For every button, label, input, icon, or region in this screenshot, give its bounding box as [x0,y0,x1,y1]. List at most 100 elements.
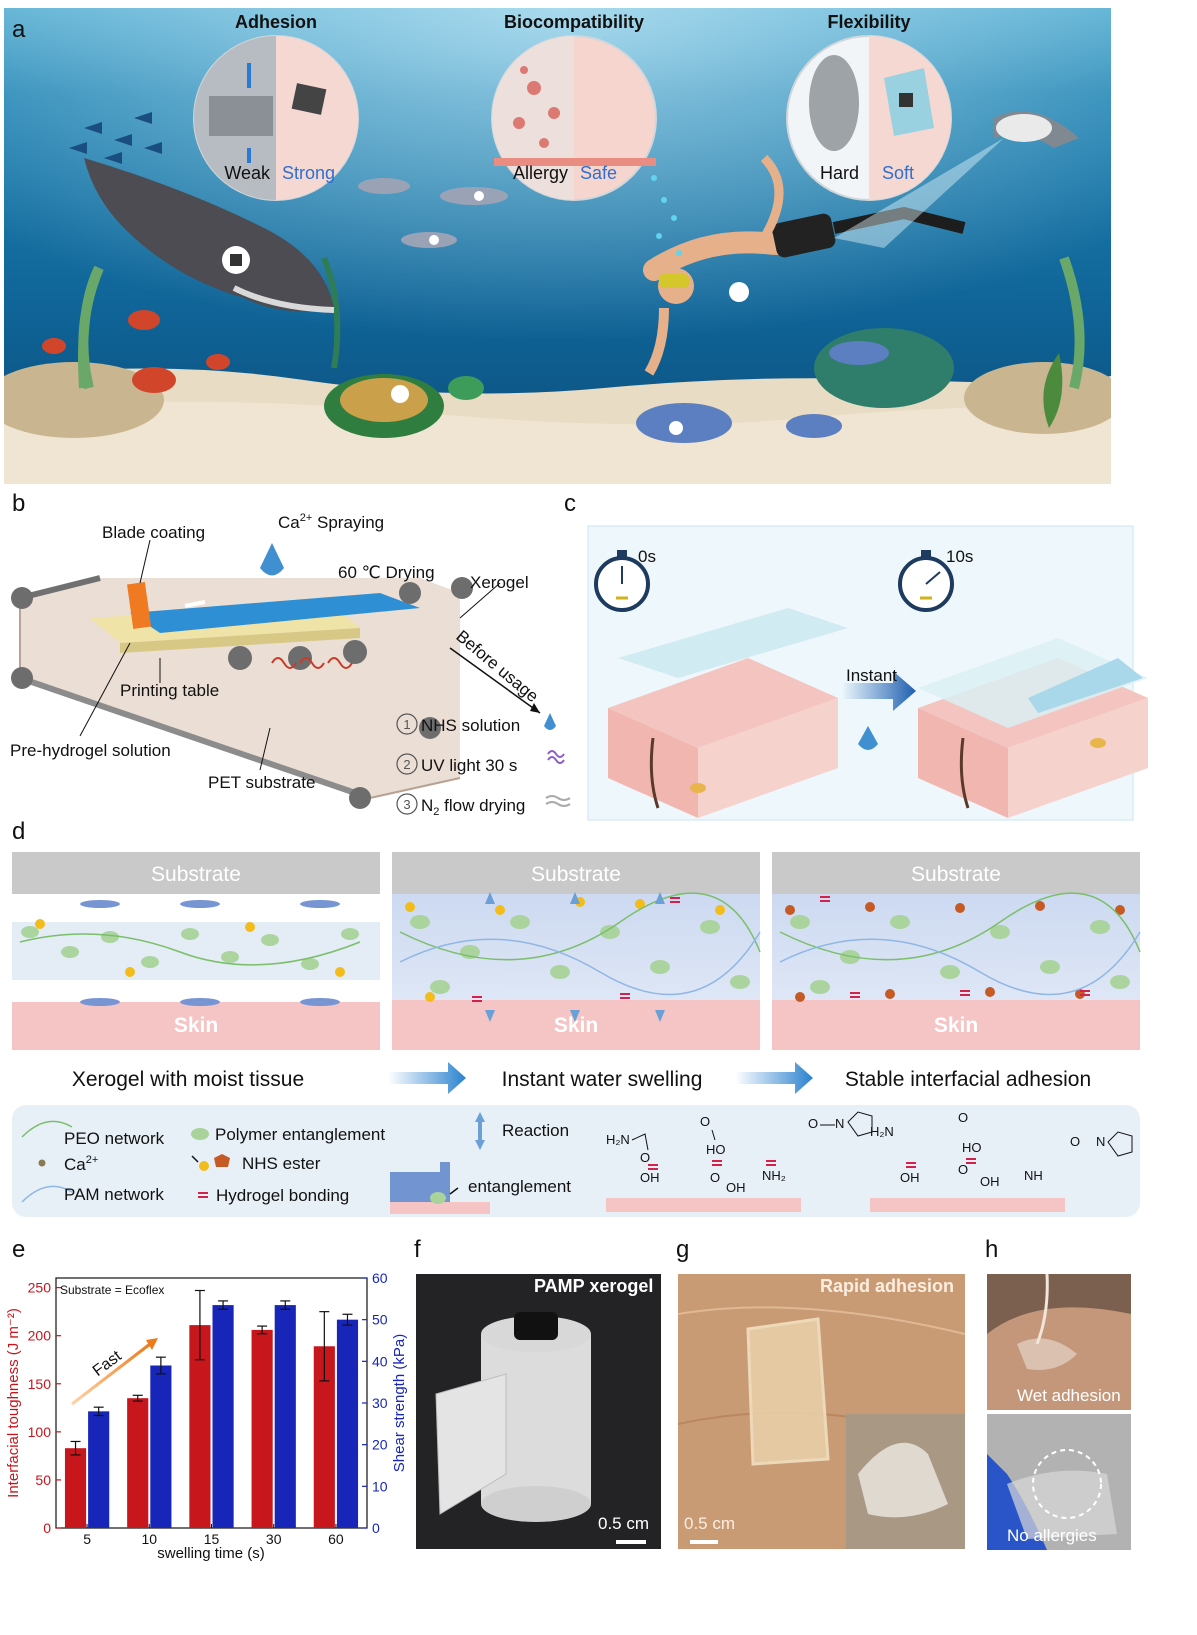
blade-coating-label: Blade coating [102,523,205,542]
right-tick-label: 50 [372,1312,388,1328]
legend-reaction: Reaction [502,1121,569,1140]
left-tick-label: 100 [28,1424,52,1440]
substrate-label: Substrate [151,863,241,886]
adhesion-title: Adhesion [235,12,317,32]
flexibility-inset [786,35,952,201]
panel-label-e: e [12,1236,26,1263]
instant-label: Instant [846,666,897,685]
biocompatibility-inset [491,35,657,201]
printing-setup-diagram: Blade coating Ca2+ Spraying 60 ℃ Drying … [10,512,571,818]
svg-text:OH: OH [640,1170,660,1185]
substrate-label: Substrate [531,863,621,886]
step-3: 3 N2 flow drying [396,793,525,818]
panel-g: g Rapid adhesion 0.5 cm [670,1232,975,1630]
svg-text:N: N [835,1116,844,1131]
panel-label-h: h [985,1236,999,1263]
legend-box [12,1105,1140,1217]
panel-label-b: b [12,490,26,517]
svg-text:O: O [1070,1134,1080,1149]
svg-text:NH: NH [1024,1168,1043,1183]
xerogel-roll-photo: PAMP xerogel 0.5 cm [416,1274,661,1549]
stopwatch-icon [898,550,954,612]
safe-label: Safe [580,163,617,183]
legend-bonding: Hydrogel bonding [216,1186,349,1205]
step-1: 1 NHS solution [396,713,520,735]
allergy-label: Allergy [513,163,568,183]
time-end: 10s [946,547,973,566]
panel-label-g: g [676,1236,690,1263]
x-tick-label: 15 [204,1531,220,1547]
x-axis-label: swelling time (s) [157,1545,265,1562]
svg-text:OH: OH [980,1174,1000,1189]
no-allergies-photo: No allergies [987,1414,1131,1550]
bar-right-15 [212,1305,234,1528]
fast-arrow [71,1342,151,1406]
right-axis-label: Shear strength (kPa) [391,1334,408,1472]
stopwatch-icon [594,550,650,612]
svg-text:O: O [640,1150,650,1165]
svg-text:NHS solution: NHS solution [421,716,520,735]
underwater-scene: Adhesion Biocompatibility Flexibility We… [0,8,1124,484]
flexibility-title: Flexibility [827,12,910,32]
panel-label-c: c [564,490,576,517]
rapid-adhesion-photo: Rapid adhesion 0.5 cm [678,1274,965,1549]
svg-text:O: O [958,1162,968,1177]
panel-c: 0s 10s Instant c [558,488,1158,822]
wet-adhesion-photo: Wet adhesion [987,1274,1131,1410]
no-allergies-label: No allergies [1007,1526,1097,1545]
adhesion-mechanism-diagram: Substrate Substrate Substrate Skin Skin … [12,852,1141,1217]
bar-left-30 [251,1329,273,1528]
left-tick-label: 50 [35,1472,51,1488]
svg-text:2: 2 [403,757,410,772]
right-tick-label: 20 [372,1437,388,1453]
svg-text:OH: OH [900,1170,920,1185]
rapid-adhesion-label: Rapid adhesion [820,1276,955,1296]
scale-bar-label: 0.5 cm [598,1514,650,1533]
legend-peo: PEO network [64,1129,165,1148]
left-tick-label: 250 [28,1280,52,1296]
skin-label: Skin [174,1014,218,1037]
x-tick-label: 60 [328,1531,344,1547]
pre-hydrogel-label: Pre-hydrogel solution [10,741,171,760]
bar-left-60 [313,1346,335,1528]
panel-f: f PAMP xerogel 0.5 cm [404,1232,666,1630]
adhesion-inset [193,35,359,201]
biocompatibility-title: Biocompatibility [504,12,644,32]
svg-text:UV light 30 s: UV light 30 s [421,756,517,775]
legend-nhs: NHS ester [242,1154,321,1173]
legend-pam: PAM network [64,1185,164,1204]
xerogel-label: Xerogel [470,573,529,592]
time-start: 0s [638,547,656,566]
panel-label-f: f [414,1236,421,1263]
soft-label: Soft [882,163,914,183]
left-axis-label: Interfacial toughness (J m⁻²) [5,1308,22,1498]
legend-entanglement-2: entanglement [468,1177,571,1196]
x-tick-label: 30 [266,1531,282,1547]
panel-d: Substrate Substrate Substrate Skin Skin … [0,818,1197,1222]
wet-adhesion-label: Wet adhesion [1017,1386,1121,1405]
svg-text:H₂N: H₂N [870,1124,894,1139]
substrate-annotation: Substrate = Ecoflex [60,1283,164,1297]
panel-label-a: a [12,16,26,43]
x-tick-label: 10 [142,1531,158,1547]
svg-text:NH₂: NH₂ [762,1168,786,1183]
instant-adhesion-diagram: 0s 10s Instant [587,525,1148,821]
svg-text:O: O [710,1170,720,1185]
panel-h: h Wet adhesion No allergies [975,1232,1135,1630]
pet-substrate-label: PET substrate [208,773,315,792]
svg-text:O: O [808,1116,818,1131]
drying-label: 60 ℃ Drying [338,563,435,582]
bar-right-30 [274,1305,296,1528]
right-tick-label: 0 [372,1520,380,1536]
right-tick-label: 40 [372,1353,388,1369]
svg-text:O: O [958,1110,968,1125]
left-tick-label: 200 [28,1328,52,1344]
bar-left-15 [189,1325,211,1528]
x-tick-label: 5 [83,1531,91,1547]
panel-a: Adhesion Biocompatibility Flexibility We… [0,8,1124,484]
right-tick-label: 60 [372,1270,388,1286]
svg-text:H₂N: H₂N [606,1132,630,1147]
svg-text:HO: HO [706,1142,726,1157]
